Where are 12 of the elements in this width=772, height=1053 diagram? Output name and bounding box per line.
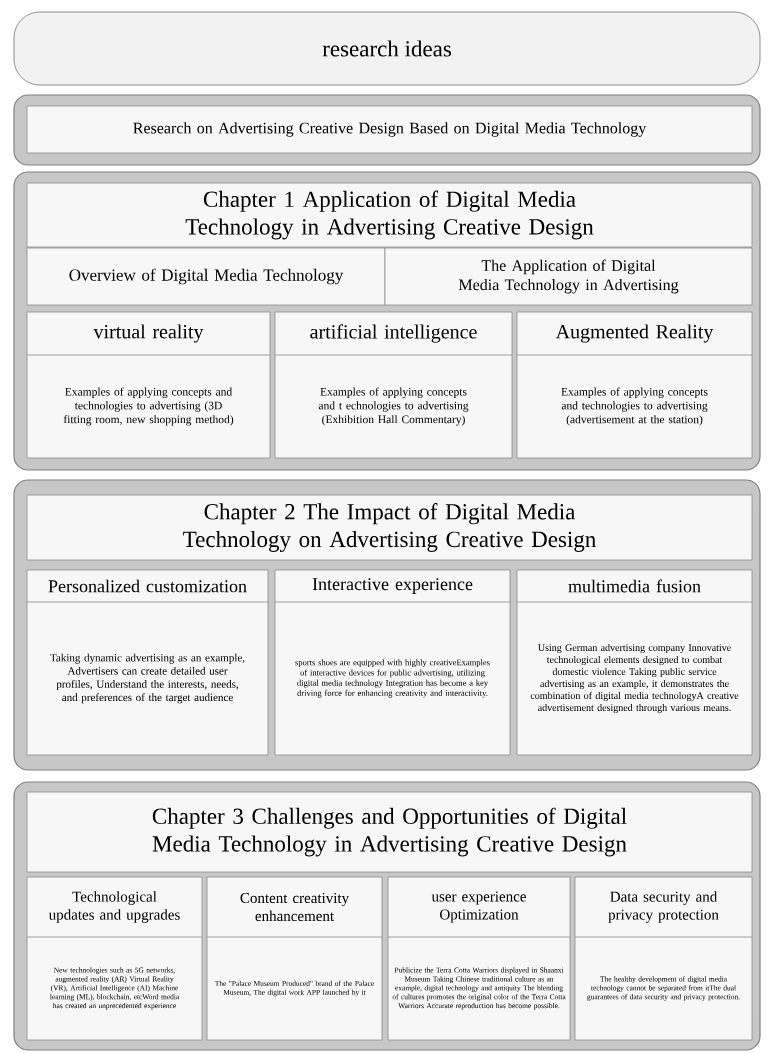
topic-column: Augmented Reality Examples of applying concepts and technologies to advertising (advertisement at the station) xyxy=(516,311,753,459)
heading-box: Chapter 3 Challenges and Opportunities of Digital Media Technology in Advertising Creative Design xyxy=(26,791,753,873)
topic-column: Personalized customization Taking dynamic advertising as an example, Advertisers can create detailed user profiles, Understand the interests, needs, and preferences of the target audience xyxy=(26,569,269,756)
topic-column: Interactive experience sports shoes are equipped with highly creativeExamples of interactive devices for public advertising, utilizing digital media technology Integration has become a key driving force for enhancing creativity and interactivity. xyxy=(274,569,511,756)
topic-column: artificial intelligence Examples of applying concepts and t echnologies to advertising (Exhibition Hall Commentary) xyxy=(274,311,513,459)
topic-column: multimedia fusion Using German advertising company Innovative technological elements designed to combat domestic violence Taking public service advertising as an example, it demonstrates the combination of digital media technologyA creative advertisement designed through various means. xyxy=(516,569,753,756)
heading-box: The Application of Digital Media Technology in Advertising xyxy=(384,247,753,306)
heading-box: Research on Advertising Creative Design Based on Digital Media Technology xyxy=(26,105,753,154)
title-banner: research ideas xyxy=(13,11,761,86)
heading-box: Overview of Digital Media Technology xyxy=(26,247,386,306)
heading-box: Chapter 2 The Impact of Digital Media Technology on Advertising Creative Design xyxy=(26,494,753,561)
topic-column: virtual reality Examples of applying concepts and technologies to advertising (3D fitting room, new shopping method) xyxy=(26,311,271,459)
